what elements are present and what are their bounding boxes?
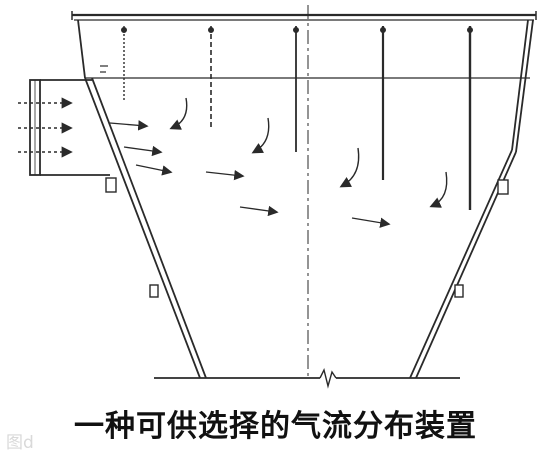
inlet-arrows: [18, 97, 73, 158]
diagram-caption: 一种可供选择的气流分布装置: [74, 409, 477, 444]
internal-flow-arrows: [109, 120, 391, 228]
bottom-outlet: [154, 367, 460, 389]
left-hopper-wall: [84, 77, 207, 379]
baffle-rods: [121, 26, 473, 210]
curved-flow-arrows: [169, 97, 448, 208]
airflow-distribution-device-diagram: [18, 5, 537, 389]
top-flange: [71, 11, 537, 21]
support-lugs: [105, 177, 509, 298]
vessel-body: [77, 19, 534, 153]
top-marks: [100, 65, 108, 73]
watermark: 图d: [6, 433, 34, 453]
